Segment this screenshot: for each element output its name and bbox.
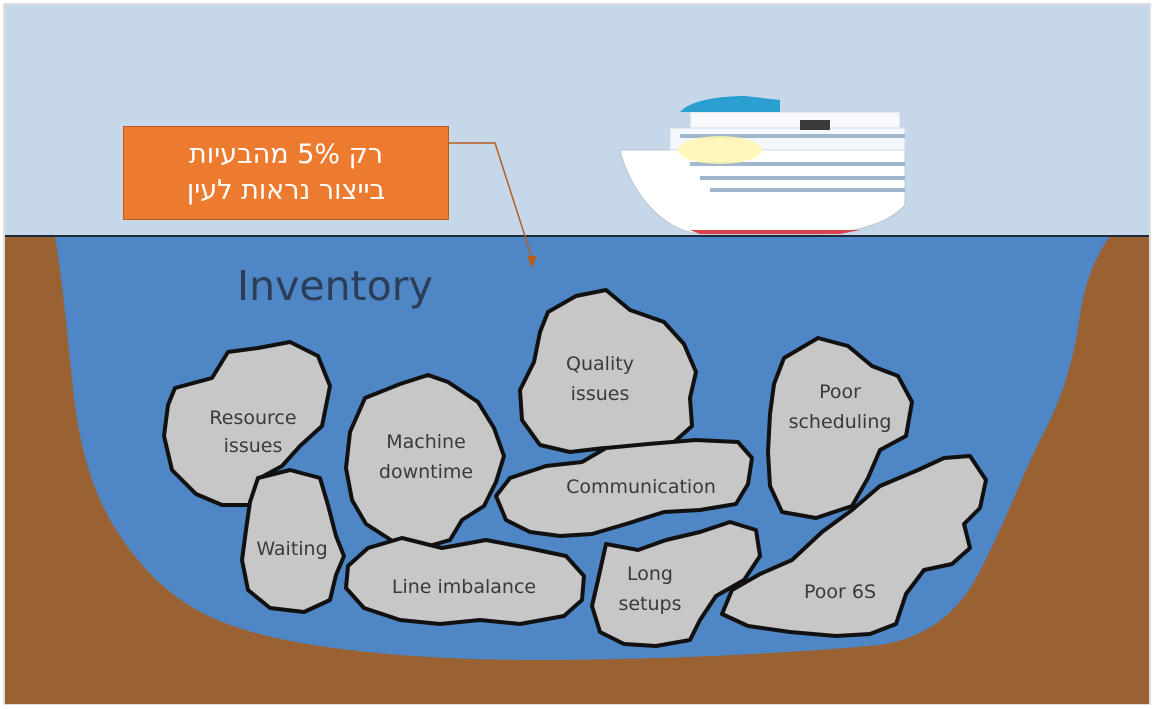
- rock-label: Communication: [566, 476, 716, 498]
- rock-label: downtime: [379, 461, 473, 483]
- rock-line-imbalance: Line imbalance: [344, 536, 586, 626]
- rock-resource-issues: Resource issues: [162, 340, 332, 507]
- callout-line-1: רק 5% מהבעיות: [188, 139, 384, 170]
- rock-label: Poor 6S: [804, 581, 876, 603]
- rock-label: Long: [627, 563, 673, 585]
- rock-quality-issues: Quality issues: [518, 288, 698, 454]
- callout-box: רק 5% מהבעיות בייצור נראות לעין: [123, 126, 449, 220]
- rock-label: Quality: [566, 353, 634, 375]
- rock-label: Line imbalance: [392, 576, 536, 598]
- rock-label: Machine: [386, 431, 466, 453]
- rock-label: Resource: [209, 407, 296, 429]
- rock-label: issues: [571, 383, 630, 405]
- rock-communication: Communication: [494, 438, 754, 538]
- rock-poor-scheduling: Poor scheduling: [766, 336, 914, 520]
- rock-label: Poor: [819, 381, 861, 403]
- rock-long-setups: Long setups: [590, 520, 762, 648]
- rock-label: Waiting: [256, 538, 327, 560]
- cruise-ship-icon: [619, 96, 906, 235]
- inventory-label: Inventory: [237, 262, 433, 310]
- rock-label: issues: [224, 435, 283, 457]
- callout-line-2: בייצור נראות לעין: [186, 175, 386, 206]
- rock-waiting: Waiting: [240, 468, 346, 614]
- rock-label: scheduling: [789, 411, 892, 433]
- callout-arrow: [449, 142, 537, 268]
- rock-poor-6s: Poor 6S: [720, 454, 988, 638]
- rock-label: setups: [618, 593, 681, 615]
- rock-machine-downtime: Machine downtime: [344, 373, 506, 550]
